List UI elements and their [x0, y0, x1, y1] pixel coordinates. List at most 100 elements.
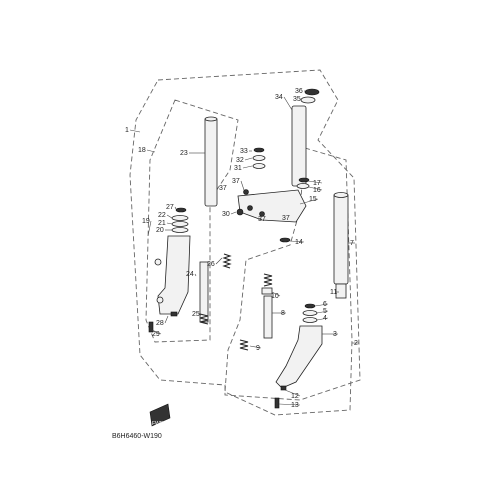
clamp-bolt-a — [243, 189, 249, 195]
clamp-bolt-b — [247, 205, 253, 211]
leader-line-31 — [242, 165, 253, 169]
part-label-14: 14 — [295, 239, 303, 246]
drain-bolt-right — [280, 385, 287, 391]
fwd-label: FWD — [152, 421, 164, 427]
leader-line-16 — [308, 186, 323, 191]
caliper-boss-left — [154, 258, 162, 266]
assembly-boundary-18 — [145, 99, 239, 343]
race-14 — [279, 237, 291, 243]
part-labels: 1234567891011121314151617181920212223242… — [125, 88, 358, 409]
spring-left — [222, 253, 232, 269]
part-label-16: 16 — [313, 187, 321, 194]
race-16 — [296, 183, 310, 189]
part-label-15: 15 — [309, 196, 317, 203]
part-label-23: 23 — [180, 150, 188, 157]
clamp-bolt-c — [259, 211, 265, 217]
part-label-13: 13 — [291, 402, 299, 409]
part-label-5: 5 — [323, 308, 327, 315]
assembly-boundary-2 — [224, 147, 353, 416]
inner-tube-right — [333, 193, 349, 285]
inner-tube-right-end — [335, 283, 347, 299]
bearing-31 — [252, 163, 266, 169]
leader-line-10 — [271, 291, 281, 297]
bushing-left — [171, 227, 189, 233]
part-label-37-extra-2: 37 — [258, 216, 266, 223]
part-label-33: 33 — [240, 148, 248, 155]
washer-left — [171, 221, 189, 227]
leader-line-6 — [314, 303, 329, 307]
bearing-33 — [253, 147, 265, 153]
leader-line-28 — [164, 315, 169, 324]
bottom-bolt-right — [274, 397, 280, 409]
oil-seal-right — [304, 303, 316, 309]
part-label-12: 12 — [291, 393, 299, 400]
leader-line-1 — [129, 129, 141, 133]
damper-rod-left — [199, 261, 209, 323]
leader-line-21 — [166, 222, 173, 225]
part-label-37-extra-3: 37 — [282, 215, 290, 222]
leader-line-13 — [278, 403, 301, 406]
part-label-21: 21 — [158, 220, 166, 227]
race-17 — [298, 177, 310, 183]
oil-seal-left — [175, 207, 187, 213]
part-label-2: 2 — [354, 340, 358, 347]
leader-line-25 — [199, 313, 202, 317]
part-label-18: 18 — [138, 147, 146, 154]
part-label-36: 36 — [295, 88, 303, 95]
bearing-32 — [252, 155, 266, 161]
clip-left — [171, 215, 189, 221]
part-label-27: 27 — [166, 204, 174, 211]
part-label-11: 11 — [330, 289, 337, 296]
part-label-10: 10 — [271, 293, 279, 300]
caliper-boss-left-2 — [156, 296, 164, 304]
part-label-28: 28 — [156, 320, 164, 327]
stem-cap-36 — [304, 88, 320, 96]
leader-line-4 — [316, 317, 329, 321]
drain-bolt-left — [170, 311, 178, 317]
leader-line-29 — [151, 329, 162, 335]
clip-right — [302, 310, 318, 316]
part-label-1: 1 — [125, 127, 129, 134]
leader-line-9 — [249, 345, 262, 349]
spring-left-2 — [199, 313, 209, 325]
inner-tube-right-top — [333, 192, 349, 198]
part-label-29: 29 — [152, 331, 160, 338]
part-label-26: 26 — [207, 261, 215, 268]
part-label-34: 34 — [275, 94, 283, 101]
leader-line-17 — [307, 180, 323, 184]
part-label-24: 24 — [186, 271, 194, 278]
spring-right-2 — [239, 339, 249, 351]
leader-line-30 — [230, 211, 237, 215]
leader-line-5 — [316, 310, 329, 314]
part-label-32: 32 — [236, 157, 244, 164]
leader-line-12 — [284, 389, 301, 397]
part-label-20: 20 — [156, 227, 164, 234]
part-label-19: 19 — [142, 218, 150, 225]
leader-line-32 — [244, 157, 253, 161]
outer-tube-left — [157, 235, 191, 315]
leader-line-15 — [299, 198, 319, 205]
inner-tube-left-top — [204, 116, 218, 122]
stem-nut-35 — [300, 96, 316, 104]
fwd-arrow — [149, 403, 171, 427]
leader-line-22 — [166, 214, 173, 219]
leader-line-27 — [174, 206, 177, 210]
part-label-22: 22 — [158, 212, 166, 219]
collar-10 — [261, 287, 273, 295]
leader-line-14 — [289, 240, 305, 243]
assembly-boundary-1 — [129, 69, 361, 401]
part-label-9: 9 — [256, 345, 260, 352]
part-label-8: 8 — [281, 310, 285, 317]
part-label-31: 31 — [234, 165, 242, 172]
outer-tube-right — [275, 325, 323, 389]
leader-line-26 — [215, 257, 223, 265]
damper-rod-right — [263, 295, 273, 339]
spring-right — [263, 273, 273, 287]
part-label-3: 3 — [333, 331, 337, 338]
part-label-4: 4 — [323, 315, 327, 322]
part-label-25: 25 — [192, 311, 200, 318]
part-label-7: 7 — [350, 240, 354, 247]
leader-line-24 — [194, 273, 197, 277]
washer-right — [302, 317, 318, 323]
